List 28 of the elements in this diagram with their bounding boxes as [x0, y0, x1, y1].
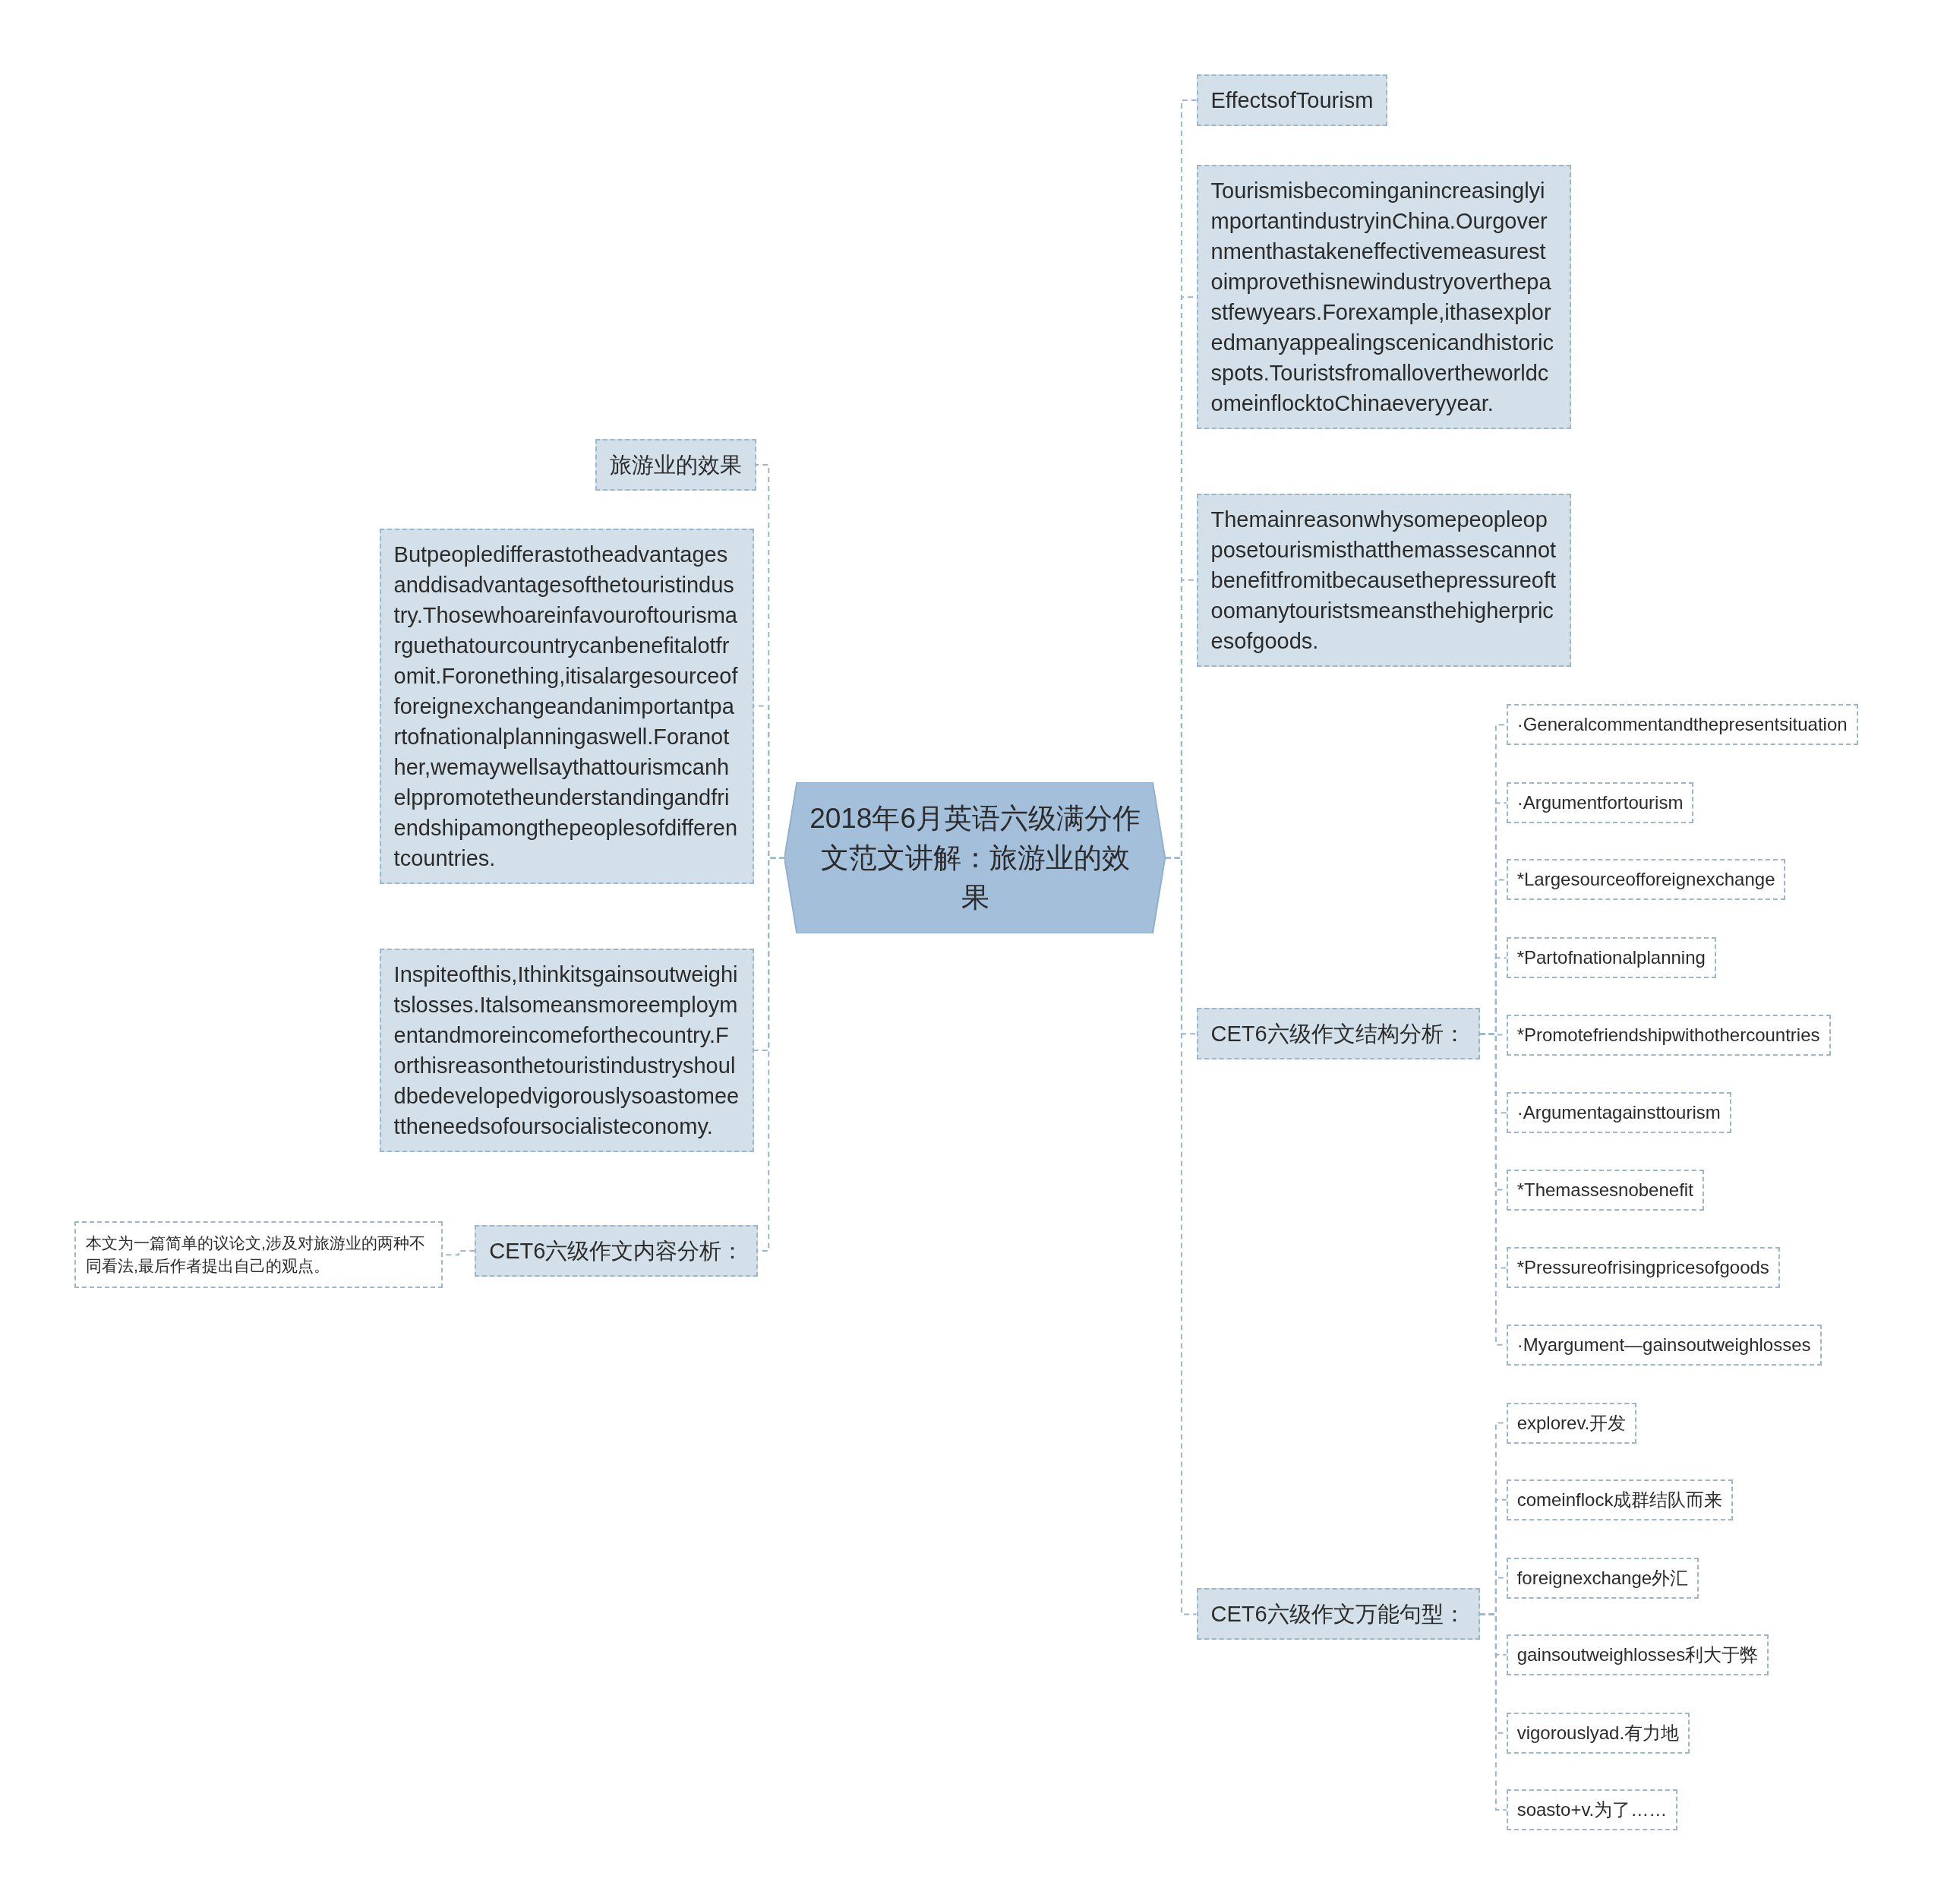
subtopic-box: *Largesourceofforeignexchange: [1506, 859, 1786, 901]
subtopic-box: soasto+v.为了……: [1506, 1789, 1678, 1830]
paragraph-box: Themainreasonwhysomepeopleopposetourismisthatthemassescannotbenefitfromitbecausethepressureoftoomanytouristsmeansthehigherpricesofgoods.: [1196, 493, 1571, 667]
paragraph-box: Inspiteofthis,Ithinkitsgainsoutweighitslosses.Italsomeansmoreemploymentandmoreincomeforthecountry.Forthisreasonthetouristindustryshouldbedevelopedvigorouslysoastomeettheneedsofoursocialisteconomy.: [379, 948, 754, 1152]
subtopic-box: comeinflock成群结队而来: [1506, 1479, 1734, 1520]
subtopic-box: gainsoutweighlosses利大于弊: [1506, 1634, 1769, 1675]
topic-box: EffectsofTourism: [1196, 74, 1388, 126]
subtopic-box: vigorouslyad.有力地: [1506, 1712, 1690, 1754]
subtopic-box: *Pressureofrisingpricesofgoods: [1506, 1247, 1780, 1289]
connector: [1164, 857, 1198, 1615]
subtopic-box: explorev.开发: [1506, 1402, 1637, 1444]
topic-box: CET6六级作文万能句型：: [1196, 1588, 1480, 1640]
subtopic-box: foreignexchange外汇: [1506, 1557, 1699, 1599]
paragraph-box: TourismisbecominganincreasinglyimportantindustryinChina.Ourgovernmenthastakeneffectivemeasurestoimprovethisnewindustryoverthepastfewyears.Forexample,ithasexploredmanyappealingscenicandhistoricspots.TouristsfromallovertheworldcomeinflocktoChinaeveryyear.: [1196, 165, 1571, 430]
subtopic-box: *Partofnationalplanning: [1506, 937, 1716, 979]
topic-box: CET6六级作文结构分析：: [1196, 1008, 1480, 1060]
subtopic-box: ·Myargument—gainsoutweighlosses: [1506, 1324, 1822, 1366]
topic-box: CET6六级作文内容分析：: [475, 1225, 759, 1277]
topic-box: 旅游业的效果: [595, 438, 756, 491]
connector: [1479, 1613, 1507, 1811]
subtopic-box: ·Argumentfortourism: [1506, 782, 1694, 824]
paragraph-box: Butpeopledifferastotheadvantagesanddisadvantagesofthetouristindustry.Thosewhoareinfavouroftourismarguethatourcountrycanbenefitalotfromit.Foronething,itisalargesourceofforeignexchangeandanimportantpartofnationalplanningaswell.Foranother,wemaywellsaythattourismcanhelppromotetheunderstandingandfriendshipamongthepeoplesofdifferentcountries.: [379, 528, 754, 884]
note-box: 本文为一篇简单的议论文,涉及对旅游业的两种不同看法,最后作者提出自己的观点。: [74, 1221, 443, 1289]
central-topic: 2018年6月英语六级满分作文范文讲解：旅游业的效果: [784, 782, 1166, 934]
subtopic-box: ·Argumentagainsttourism: [1506, 1092, 1731, 1134]
subtopic-box: *Promotefriendshipwithothercountries: [1506, 1014, 1831, 1056]
subtopic-box: *Themassesnobenefit: [1506, 1169, 1704, 1211]
subtopic-box: ·Generalcommentandthepresentsituation: [1506, 704, 1858, 746]
